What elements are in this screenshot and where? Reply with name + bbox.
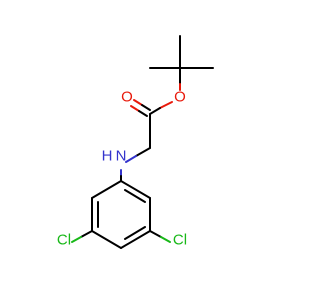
ring-bond-bottom-right: [120, 230, 151, 249]
ester-oxygen-label: O: [174, 89, 186, 106]
amine-hydrogen-label: H: [102, 148, 113, 165]
bond-carbonyl-double-a-top: [133, 99, 143, 106]
atom-labels: O O H N Cl Cl: [57, 89, 187, 249]
bond-ch2-to-n-b: [125, 155, 137, 163]
bond-carbonyl-double-a-bottom: [141, 104, 151, 111]
bond-ester-o-carbonyl-c-a: [159, 101, 173, 109]
bond-carbonyl-double-b-top: [130, 105, 140, 112]
ring-bond-bottom-left: [91, 230, 122, 249]
bond-ring-to-cl-right-a: [149, 230, 162, 238]
bond-ring-to-cl-right-b: [160, 236, 171, 243]
ring-inner-bottom-right: [124, 226, 146, 240]
structure-diagram: O O H N Cl Cl: [57, 35, 214, 249]
ring-bond-top-left: [91, 180, 122, 199]
bond-carbonyl-double-b-bottom: [138, 110, 148, 117]
bonds: [71, 35, 214, 249]
chlorine-left-label: Cl: [57, 232, 71, 249]
ring-inner-top-right: [124, 189, 146, 203]
ring-bond-top-right: [120, 180, 151, 199]
bond-ester-o-carbonyl-c-b: [149, 107, 161, 115]
bond-ring-to-cl-left-a: [80, 230, 93, 238]
bond-ring-to-cl-left-b: [71, 236, 82, 243]
amine-nitrogen-label: N: [116, 148, 127, 165]
carbonyl-oxygen-label: O: [121, 89, 133, 106]
chlorine-right-label: Cl: [173, 232, 187, 249]
bond-ch2-to-n-a: [135, 147, 151, 157]
